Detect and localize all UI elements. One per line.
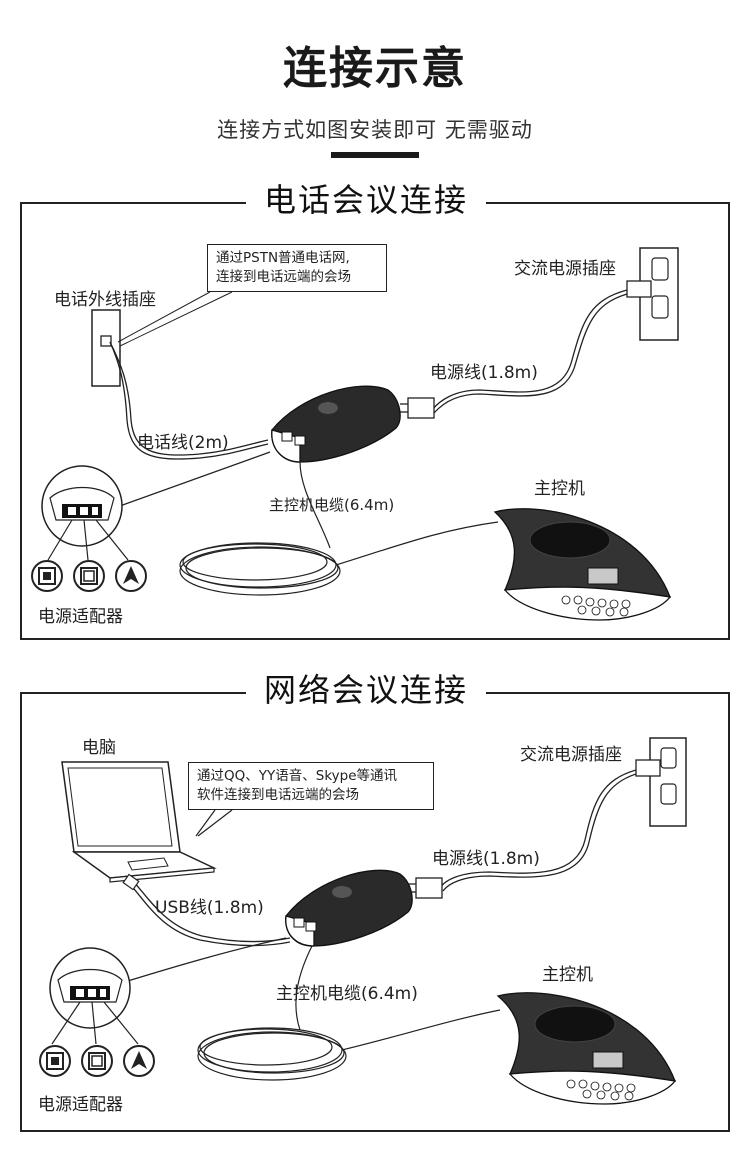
usb-port-icon-2 bbox=[81, 1045, 113, 1077]
adapter-label-2: 电源适配器 bbox=[38, 1095, 123, 1115]
software-note-line2: 软件连接到电话远端的会场 bbox=[197, 787, 359, 803]
power-cord-label-2: 电源线(1.8m) bbox=[432, 849, 540, 869]
power-plug-icon bbox=[400, 397, 435, 419]
power-port-icon-2 bbox=[123, 1045, 155, 1077]
usb-cord-label: USB线(1.8m) bbox=[155, 898, 264, 918]
power-port-icon bbox=[115, 560, 147, 592]
adapter-detail-icon bbox=[41, 465, 129, 561]
cable-coil-icon bbox=[179, 461, 499, 596]
pstn-note-line2: 连接到电话远端的会场 bbox=[216, 269, 351, 285]
power-cord-label: 电源线(1.8m) bbox=[430, 363, 538, 383]
phone-port-icon bbox=[31, 560, 63, 592]
software-note: 通过QQ、YY语音、Skype等通讯 软件连接到电话远端的会场 bbox=[188, 762, 434, 810]
main-cable-label-2: 主控机电缆(6.4m) bbox=[276, 984, 418, 1004]
phone-cord-label: 电话线(2m) bbox=[137, 433, 229, 453]
phone-port-icon-2 bbox=[39, 1045, 71, 1077]
phone-panel-title: 电话会议连接 bbox=[246, 180, 487, 220]
software-note-line1: 通过QQ、YY语音、Skype等通讯 bbox=[197, 768, 398, 784]
main-unit-label: 主控机 bbox=[534, 479, 585, 499]
wall-jack-icon bbox=[91, 309, 121, 387]
main-cable-label: 主控机电缆(6.4m) bbox=[269, 496, 395, 514]
outlet-label: 交流电源插座 bbox=[514, 259, 616, 279]
computer-label: 电脑 bbox=[82, 738, 116, 758]
pstn-note-line1: 通过PSTN普通电话网, bbox=[216, 250, 350, 266]
ac-outlet-icon-2 bbox=[635, 737, 687, 827]
page-title: 连接示意 bbox=[283, 43, 467, 94]
wall-jack-label: 电话外线插座 bbox=[54, 290, 156, 310]
hub-device-icon bbox=[271, 385, 401, 463]
adapter-detail-icon-2 bbox=[49, 947, 139, 1045]
title-divider bbox=[331, 152, 419, 158]
network-panel-title: 网络会议连接 bbox=[246, 670, 487, 710]
cable-coil-icon-2 bbox=[197, 945, 501, 1081]
main-unit-label-2: 主控机 bbox=[542, 965, 593, 985]
ac-outlet-icon bbox=[626, 247, 679, 341]
outlet-label-2: 交流电源插座 bbox=[520, 745, 622, 765]
laptop-icon bbox=[61, 761, 217, 883]
main-unit-icon-2 bbox=[496, 992, 677, 1105]
main-unit-icon bbox=[493, 508, 672, 621]
usb-port-icon bbox=[73, 560, 105, 592]
power-plug-icon-2 bbox=[408, 877, 443, 899]
pstn-note: 通过PSTN普通电话网, 连接到电话远端的会场 bbox=[207, 244, 387, 292]
hub-device-icon-2 bbox=[285, 869, 413, 947]
adapter-label: 电源适配器 bbox=[38, 607, 123, 627]
page-subtitle: 连接方式如图安装即可 无需驱动 bbox=[217, 118, 533, 142]
